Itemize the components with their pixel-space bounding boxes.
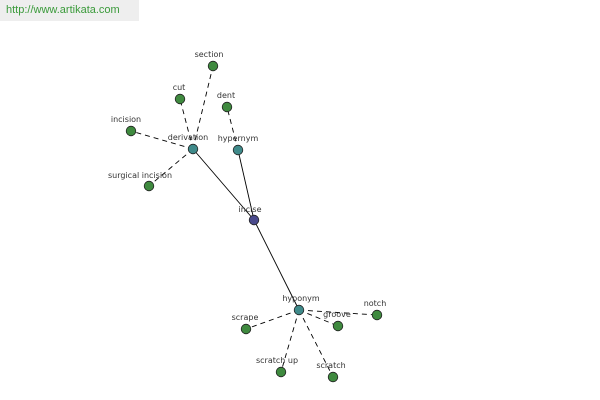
edge-hyponym-scratch-up — [280, 309, 300, 373]
edge-incise-derivation — [192, 148, 255, 221]
graph-edges — [130, 65, 378, 378]
leaf-label-notch[interactable]: notch — [364, 299, 387, 308]
edge-derivation-incision — [130, 130, 194, 150]
leaf-node-scrape[interactable] — [240, 323, 252, 335]
relation-node-derivation[interactable] — [187, 143, 199, 155]
leaf-node-incision[interactable] — [125, 125, 137, 137]
edge-hyponym-groove — [298, 309, 339, 327]
center-label-incise[interactable]: incise — [238, 205, 261, 214]
leaf-label-incision[interactable]: incision — [111, 115, 141, 124]
edge-hyponym-scratch — [298, 309, 334, 378]
leaf-node-surgical-incision[interactable] — [143, 180, 155, 192]
center-node-incise[interactable] — [248, 214, 260, 226]
leaf-label-dent[interactable]: dent — [217, 91, 235, 100]
leaf-node-dent[interactable] — [221, 101, 233, 113]
leaf-label-section[interactable]: section — [195, 50, 224, 59]
leaf-node-scratch[interactable] — [327, 371, 339, 383]
graph-nodes — [125, 60, 383, 383]
leaf-node-scratch-up[interactable] — [275, 366, 287, 378]
edge-incise-hypernym — [237, 149, 255, 221]
leaf-label-groove[interactable]: groove — [323, 310, 351, 319]
relation-label-derivation[interactable]: derivation — [168, 133, 208, 142]
relation-node-hypernym[interactable] — [232, 144, 244, 156]
edge-hyponym-notch — [298, 309, 378, 316]
leaf-node-groove[interactable] — [332, 320, 344, 332]
graph-labels: section cut incision surgical incision dent s… — [108, 50, 386, 370]
relation-label-hyponym[interactable]: hyponym — [282, 294, 320, 303]
edge-hyponym-scrape — [245, 309, 300, 330]
leaf-node-section[interactable] — [207, 60, 219, 72]
leaf-node-cut[interactable] — [174, 93, 186, 105]
relation-node-hyponym[interactable] — [293, 304, 305, 316]
edge-derivation-surgical-incision — [148, 148, 194, 187]
edge-incise-hyponym — [253, 219, 300, 311]
relation-label-hypernym[interactable]: hypernym — [218, 134, 259, 143]
leaf-label-scratch[interactable]: scratch — [316, 361, 345, 370]
leaf-label-scratch-up[interactable]: scratch up — [256, 356, 298, 365]
leaf-node-notch[interactable] — [371, 309, 383, 321]
edge-hypernym-dent — [226, 106, 239, 151]
site-url-banner[interactable]: http://www.artikata.com — [0, 0, 139, 21]
leaf-label-surgical-incision[interactable]: surgical incision — [108, 171, 172, 180]
leaf-label-scrape[interactable]: scrape — [232, 313, 259, 322]
leaf-label-cut[interactable]: cut — [173, 83, 186, 92]
